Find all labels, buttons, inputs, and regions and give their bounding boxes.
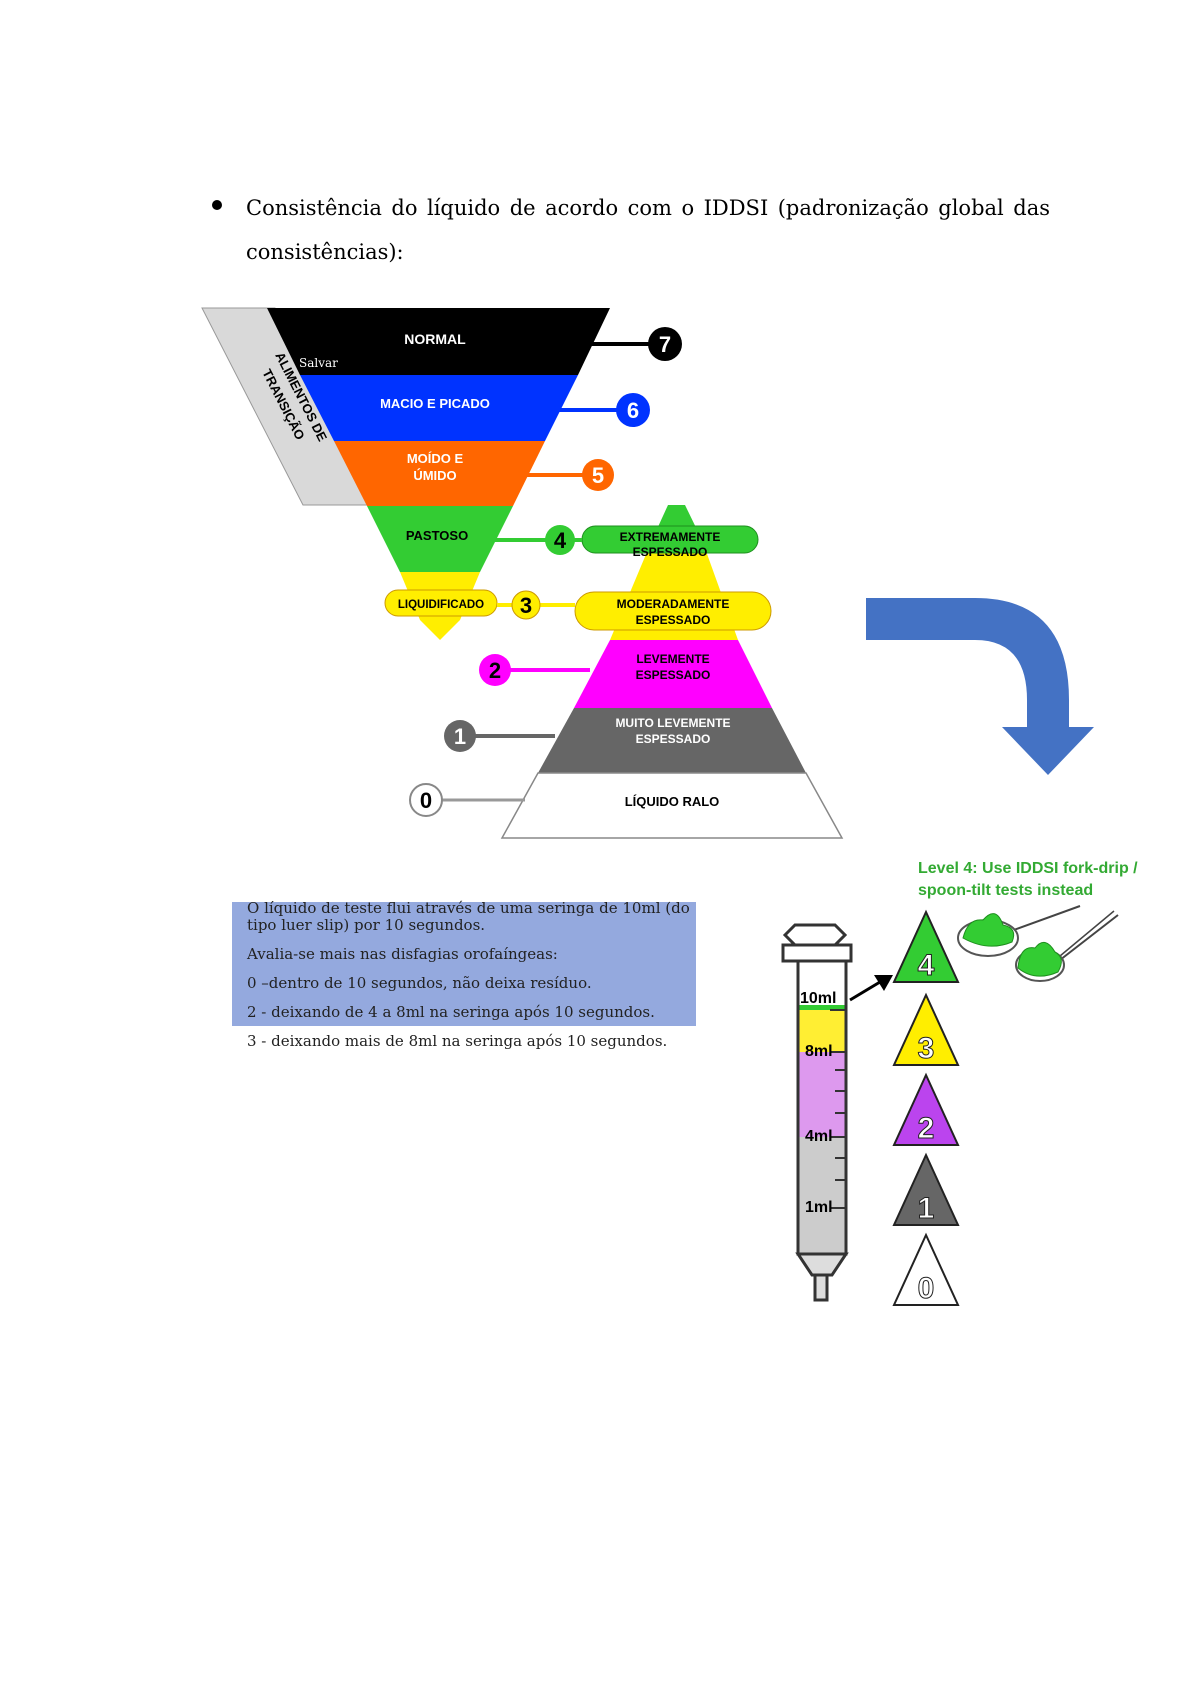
syringe-fill-green [798, 1005, 846, 1010]
drink-level-2-band [574, 640, 772, 708]
syringe-level-2-number: 2 [918, 1112, 935, 1145]
food-level-4-label: PASTOSO [406, 528, 468, 543]
syringe-mark-10ml: 10ml [800, 990, 836, 1007]
syringe-note-line1: Level 4: Use IDDSI fork-drip / [918, 860, 1138, 877]
drink-level-0-label: LÍQUIDO RALO [625, 794, 720, 809]
syringe-level-4-triangle [892, 909, 960, 983]
food-level-4-band [367, 506, 513, 572]
flow-test-paragraph-4: 2 - deixando de 4 a 8ml na seringa após … [247, 1003, 655, 1021]
level-4-number: 4 [554, 528, 567, 553]
syringe-fill-grey [798, 1137, 846, 1254]
drink-level-0-band [500, 772, 844, 839]
fork-icon [1015, 910, 1119, 982]
syringe-illustration: 10ml 8ml 4ml 1ml [781, 923, 853, 1302]
level-1-number: 1 [454, 724, 466, 749]
food-level-6-label: MACIO E PICADO [380, 396, 490, 411]
syringe-note-line2: spoon-tilt tests instead [918, 882, 1093, 899]
level-3-circle [511, 590, 541, 620]
syringe-level-4-number: 4 [918, 949, 935, 982]
syringe-mark-1ml: 1ml [805, 1199, 833, 1216]
drink-level-3-label-line2: ESPESSADO [636, 613, 711, 627]
syringe-fill-violet [798, 1052, 846, 1137]
level-5-circle [582, 459, 614, 491]
syringe-rim [781, 943, 853, 963]
pointer-line [849, 980, 881, 1002]
syringe-barrel-empty [798, 961, 846, 1010]
pointer-arrowhead-icon [874, 975, 893, 991]
syringe-level-0-number: 0 [918, 1272, 935, 1305]
flow-test-text: O líquido de teste flui através de uma s… [247, 900, 697, 1062]
syringe-cap [782, 923, 848, 947]
syringe-tip [795, 1252, 849, 1277]
syringe-mark-4ml: 4ml [805, 1128, 833, 1145]
level-2-number: 2 [489, 658, 501, 683]
bullet-dot [212, 200, 222, 210]
drink-level-4-label-line1: EXTREMAMENTE [620, 530, 721, 544]
syringe-level-0-triangle [892, 1232, 960, 1306]
level-7-number: 7 [659, 332, 671, 357]
drink-level-1-band [538, 708, 806, 773]
level-6-circle [616, 393, 650, 427]
syringe-level-3-number: 3 [918, 1032, 935, 1065]
drink-level-3-pill [574, 591, 772, 631]
food-level-3-point [420, 620, 460, 640]
bullet-text: Consistência do líquido de acordo com o … [246, 196, 1050, 264]
level-1-circle [444, 720, 476, 752]
drink-level-4-label-line2: ESPESSADO [633, 545, 708, 559]
level-5-number: 5 [592, 463, 604, 488]
food-level-5-label-line2: ÚMIDO [413, 468, 456, 483]
food-level-6-band [300, 375, 578, 441]
flow-test-paragraph-5: 3 - deixando mais de 8ml na seringa após… [247, 1032, 668, 1050]
level-0-circle [409, 783, 443, 817]
level-3-number: 3 [520, 593, 532, 618]
food-level-7-band [267, 308, 610, 375]
syringe-level-3-triangle [892, 992, 960, 1066]
food-level-7-label: NORMAL [404, 331, 466, 347]
drink-level-2-label-line1: LEVEMENTE [636, 652, 709, 666]
spoon-icon [957, 905, 1081, 957]
food-level-5-band [334, 441, 545, 506]
flow-test-paragraph-2: Avalia-se mais nas disfagias orofaíngeas… [247, 945, 558, 963]
syringe-fill-yellow [798, 1010, 846, 1052]
watermark-text: Salvar [299, 356, 338, 370]
food-level-3-label: LIQUIDIFICADO [398, 599, 484, 611]
drink-level-1-label-line1: MUITO LEVEMENTE [615, 716, 730, 730]
level-2-circle [479, 654, 511, 686]
flow-test-box [232, 902, 696, 1026]
syringe-nozzle [813, 1273, 829, 1302]
level-6-number: 6 [627, 398, 639, 423]
drink-level-3-label-line1: MODERADAMENTE [617, 597, 730, 611]
syringe-level-2-triangle [892, 1072, 960, 1146]
curved-arrow-icon [866, 598, 1094, 775]
drink-level-2-label-line2: ESPESSADO [636, 668, 711, 682]
flow-test-paragraph-3: 0 –dentro de 10 segundos, não deixa resí… [247, 974, 592, 992]
level-0-number: 0 [420, 788, 432, 813]
level-4-circle [545, 525, 575, 555]
flow-test-paragraph-1: O líquido de teste flui através de uma s… [247, 899, 690, 934]
drink-level-1-label-line2: ESPESSADO [636, 732, 711, 746]
syringe-level-1-triangle [892, 1152, 960, 1226]
syringe-level-1-number: 1 [918, 1192, 935, 1225]
level-7-circle [648, 327, 682, 361]
food-level-5-label-line1: MOÍDO E [407, 451, 464, 466]
syringe-mark-8ml: 8ml [805, 1043, 833, 1060]
